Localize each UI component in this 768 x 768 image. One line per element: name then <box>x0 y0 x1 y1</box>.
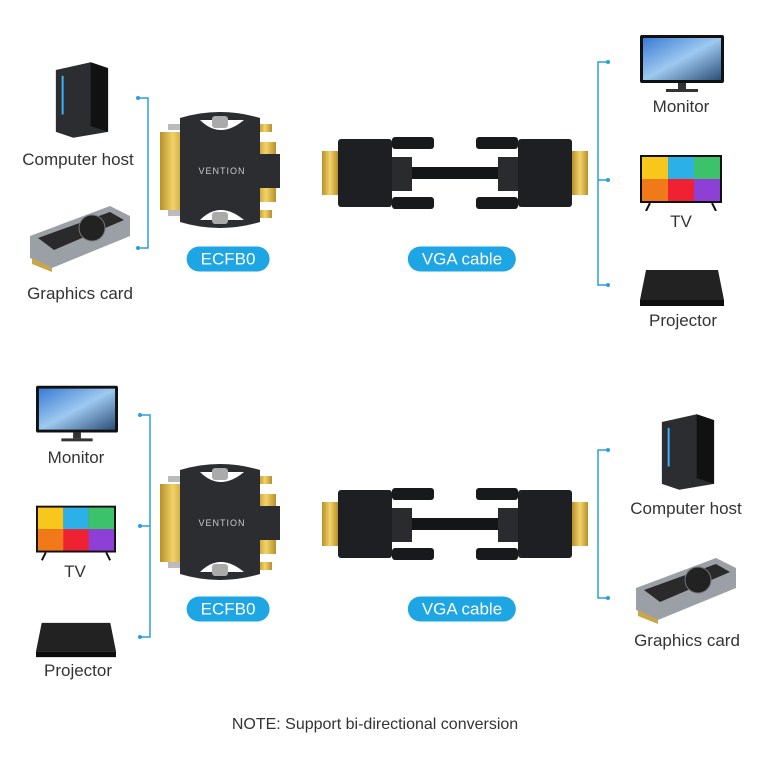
source-label: Projector <box>43 661 113 680</box>
svg-text:VENTION: VENTION <box>198 518 245 528</box>
projector-icon <box>640 270 724 306</box>
dvi-vga-adapter-image: VENTION <box>160 462 280 582</box>
display-label: Computer host <box>630 499 742 518</box>
vga-cable-image <box>322 133 588 213</box>
source-label: Graphics card <box>27 284 133 303</box>
display-label: Monitor <box>652 97 710 116</box>
display-label: Graphics card <box>634 631 740 650</box>
computer-tower-icon <box>658 414 716 490</box>
monitor-icon <box>36 385 118 443</box>
source-label: TV <box>64 562 86 581</box>
svg-text:VENTION: VENTION <box>198 166 245 176</box>
dvi-vga-adapter-image: VENTION <box>160 110 280 230</box>
cable-badge: VGA cable <box>407 246 517 272</box>
display-label: Projector <box>648 311 718 330</box>
cable-badge: VGA cable <box>407 596 517 622</box>
graphics-card-icon <box>636 558 736 624</box>
display-label: TV <box>670 212 692 231</box>
note-text: NOTE: Support bi-directional conversion <box>231 716 519 733</box>
adapter-model-badge: ECFB0 <box>186 246 270 272</box>
vga-cable-image <box>322 484 588 564</box>
tv-icon <box>640 155 722 211</box>
tv-icon <box>36 505 116 561</box>
monitor-icon <box>640 35 724 93</box>
projector-icon <box>36 622 116 658</box>
source-label: Computer host <box>22 150 134 169</box>
source-label: Monitor <box>47 448 105 467</box>
adapter-model-badge: ECFB0 <box>186 596 270 622</box>
